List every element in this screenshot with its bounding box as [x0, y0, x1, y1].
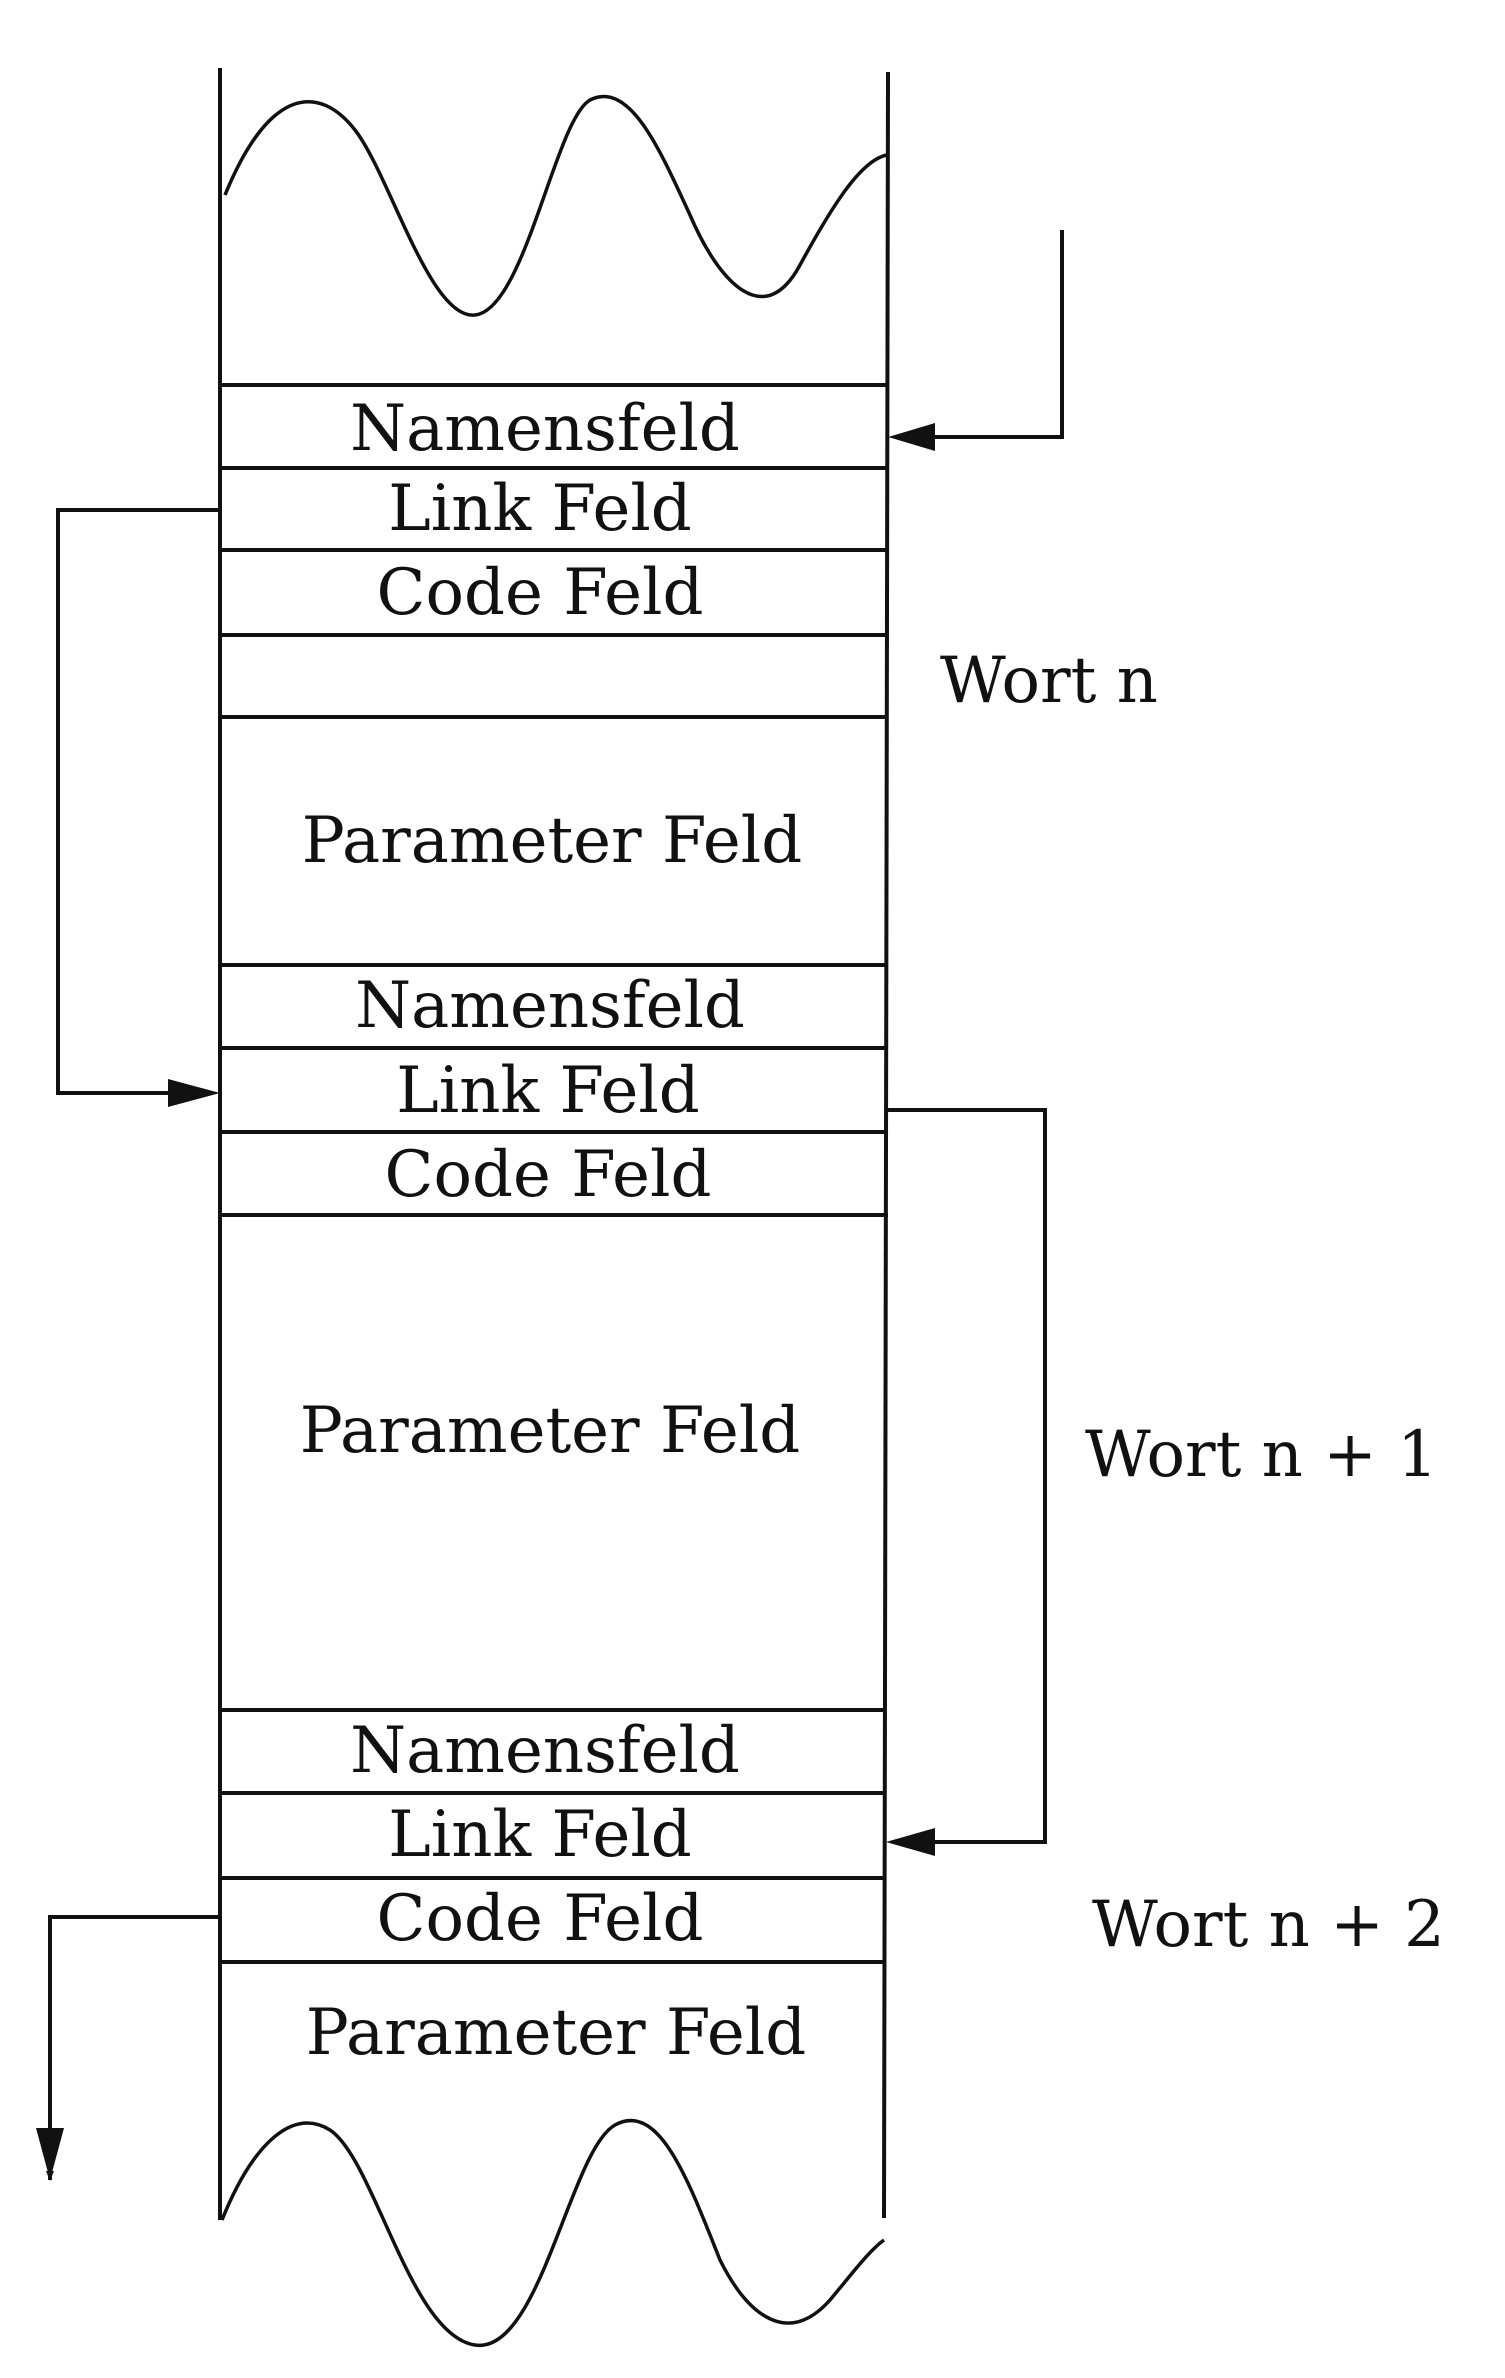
word-n2-entry: Namensfeld Link Feld Code Feld Parameter… — [306, 1714, 806, 2070]
word-n2-link-arrow — [46, 1915, 220, 2181]
word-n2-parameter-feld: Parameter Feld — [306, 1996, 806, 2070]
word-n-namensfeld: Namensfeld — [350, 392, 740, 466]
word-n1-label: Wort n + 1 — [1085, 1418, 1438, 1492]
word-n2-link-arrowhead — [36, 2128, 64, 2180]
word-n-code-feld: Code Feld — [377, 556, 704, 630]
word-n-parameter-feld: Parameter Feld — [302, 804, 802, 878]
word-n1-entry: Namensfeld Link Feld Code Feld Parameter… — [300, 969, 800, 1468]
bottom-continuation-wave — [220, 2118, 886, 2347]
field-separators — [220, 383, 888, 1964]
word-n1-link-arrow — [888, 1108, 1047, 1846]
word-n-entry: Namensfeld Link Feld Code Feld Parameter… — [302, 392, 802, 878]
word-n-link-feld: Link Feld — [388, 472, 692, 546]
word-n-link-arrowhead — [168, 1079, 220, 1107]
top-continuation-wave — [223, 94, 888, 317]
word-n2-namensfeld: Namensfeld — [350, 1714, 740, 1788]
column-right-wall — [882, 71, 890, 2219]
word-n1-namensfeld: Namensfeld — [355, 969, 745, 1043]
word-n2-label: Wort n + 2 — [1092, 1888, 1445, 1962]
incoming-arrowhead — [888, 423, 935, 451]
word-n2-code-feld: Code Feld — [377, 1882, 704, 1956]
word-n1-parameter-feld: Parameter Feld — [300, 1394, 800, 1468]
word-n2-link-feld: Link Feld — [388, 1798, 692, 1872]
word-n1-link-feld: Link Feld — [396, 1054, 700, 1128]
word-n-link-arrow — [56, 508, 220, 1097]
incoming-link-arrow — [894, 230, 1064, 441]
word-n-label: Wort n — [940, 644, 1158, 718]
word-n1-code-feld: Code Feld — [385, 1138, 712, 1212]
word-n1-link-arrowhead — [886, 1828, 935, 1856]
